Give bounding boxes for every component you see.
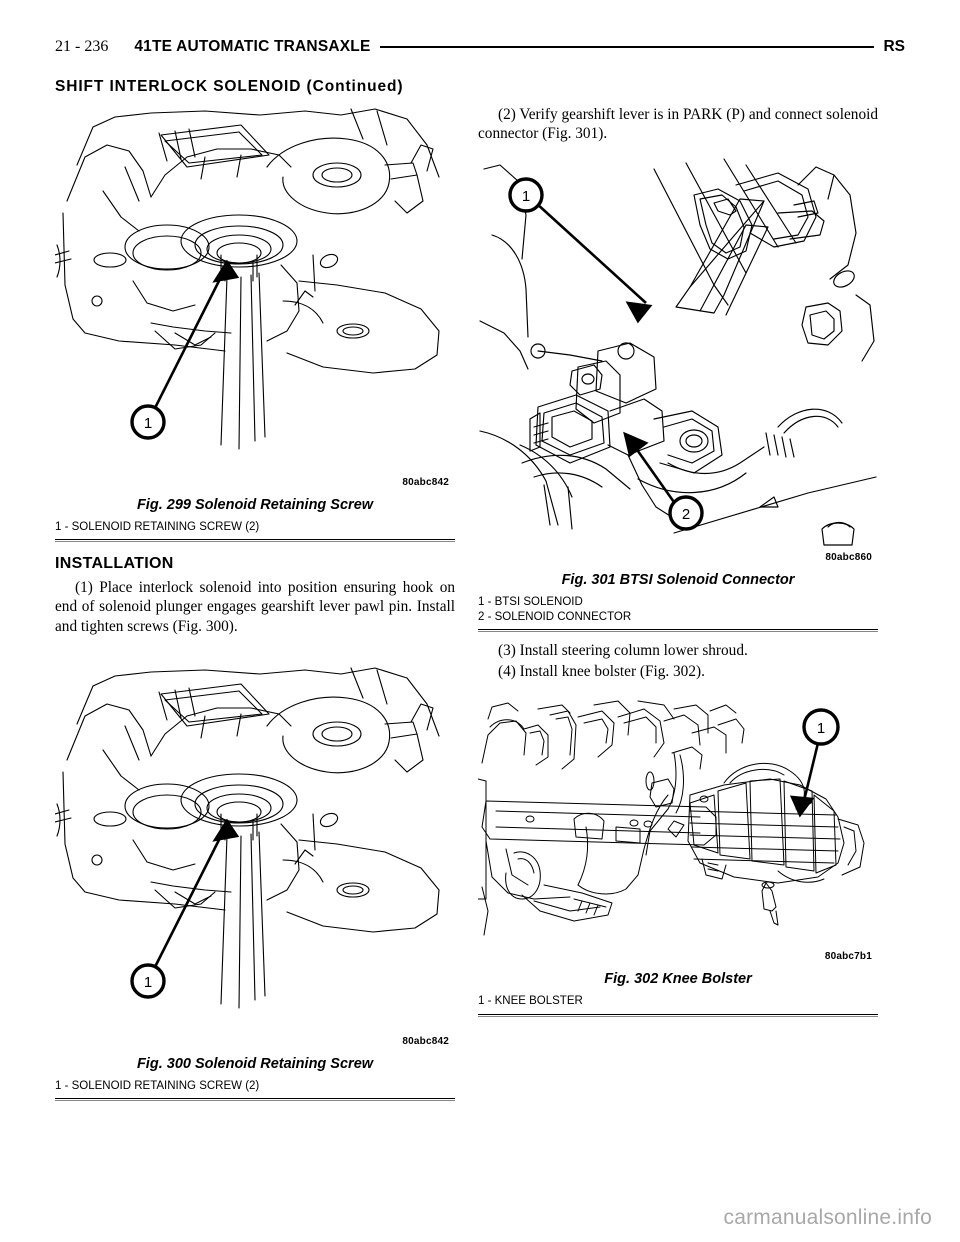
page-title: 41TE AUTOMATIC TRANSAXLE (134, 38, 371, 55)
figure-300-illustration: 1 (55, 664, 455, 1034)
installation-step-4: (4) Install knee bolster (Fig. 302). (498, 663, 705, 681)
figure-300-image-code: 80abc842 (402, 1035, 449, 1047)
figure-302: 1 80abc7b1 Fig. 302 Knee Bolster 1 - KNE… (478, 699, 878, 1017)
figure-300-rule (55, 1098, 455, 1102)
legend-item: 1 - BTSI SOLENOID (478, 595, 583, 608)
figure-299-rule (55, 539, 455, 543)
figure-299: 1 80abc842 Fig. 299 Solenoid Retaining S… (55, 105, 455, 543)
figure-300: 1 80abc842 Fig. 300 Solenoid Retaining S… (55, 664, 455, 1102)
figure-301-legend: 1 - BTSI SOLENOID 2 - SOLENOID CONNECTOR (478, 595, 878, 628)
figure-302-caption: Fig. 302 Knee Bolster (604, 971, 752, 988)
legend-item: 2 - SOLENOID CONNECTOR (478, 610, 632, 623)
figure-300-legend: 1 - SOLENOID RETAINING SCREW (2) (55, 1079, 455, 1097)
figure-299-image-code: 80abc842 (402, 477, 449, 488)
figure-301-caption: Fig. 301 BTSI Solenoid Connector (561, 571, 795, 588)
figure-302-illustration: 1 (478, 699, 878, 949)
legend-item: 1 - SOLENOID RETAINING SCREW (2) (55, 521, 260, 533)
figure-302-callout-1: 1 (817, 720, 825, 737)
figure-302-legend: 1 - KNEE BOLSTER (478, 994, 878, 1012)
figure-301-illustration: 1 2 (478, 155, 878, 550)
header-rule (379, 46, 875, 48)
header-right-code: RS (883, 38, 905, 55)
installation-heading: INSTALLATION (55, 555, 174, 573)
right-column: (2) Verify gearshift lever is in PARK (P… (478, 105, 878, 1017)
section-heading: SHIFT INTERLOCK SOLENOID (Continued) (55, 78, 404, 95)
left-column: 1 80abc842 Fig. 299 Solenoid Retaining S… (55, 105, 455, 1102)
figure-299-illustration: 1 (55, 105, 455, 475)
figure-302-image-code: 80abc7b1 (824, 951, 872, 963)
figure-300-callout-1: 1 (144, 974, 152, 991)
site-watermark: carmanualsonline.info (723, 1206, 932, 1229)
legend-item: 1 - KNEE BOLSTER (478, 995, 583, 1008)
figure-299-callout-1: 1 (144, 415, 152, 432)
figure-301-rule (478, 628, 878, 632)
page-number: 21 - 236 (55, 38, 109, 55)
installation-step-2: (2) Verify gearshift lever is in PARK (P… (478, 106, 878, 143)
figure-301: 1 2 80abc860 Fig. 301 BTSI Solenoid Conn… (478, 155, 878, 632)
page-header: 21 - 236 41TE AUTOMATIC TRANSAXLE RS (55, 34, 905, 60)
figure-302-rule (478, 1013, 878, 1017)
installation-step-1: (1) Place interlock solenoid into positi… (55, 579, 455, 635)
figure-300-caption: Fig. 300 Solenoid Retaining Screw (136, 1055, 374, 1072)
figure-299-caption: Fig. 299 Solenoid Retaining Screw (136, 497, 374, 513)
legend-item: 1 - SOLENOID RETAINING SCREW (2) (55, 1079, 260, 1092)
figure-301-callout-1: 1 (522, 188, 530, 205)
figure-301-image-code: 80abc860 (825, 551, 872, 563)
figure-299-legend: 1 - SOLENOID RETAINING SCREW (2) (55, 520, 455, 538)
installation-step-3: (3) Install steering column lower shroud… (498, 641, 748, 659)
figure-301-callout-2: 2 (682, 506, 690, 523)
